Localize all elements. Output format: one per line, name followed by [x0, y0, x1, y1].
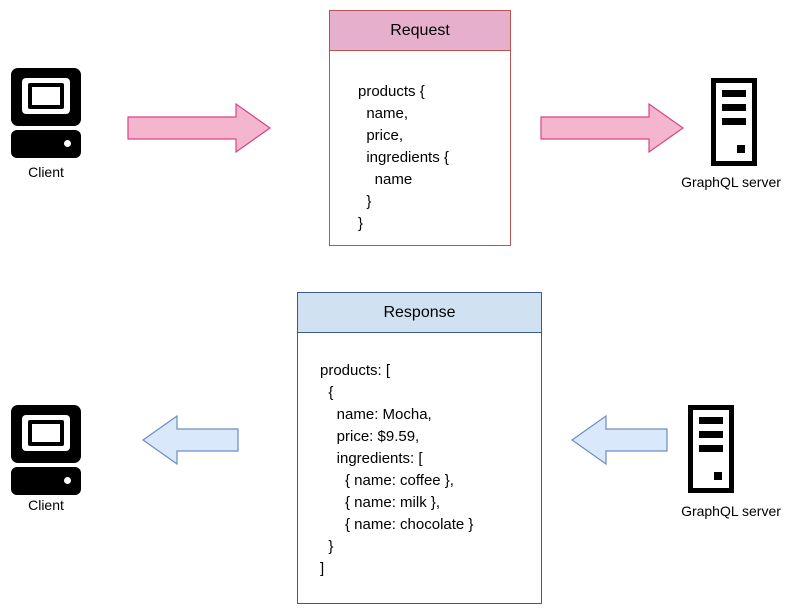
- request-code-line: products {: [358, 83, 425, 100]
- response-code-line: { name: chocolate }: [320, 516, 474, 533]
- request-code-line: }: [358, 215, 364, 232]
- server-label: GraphQL server: [681, 174, 781, 190]
- graphql-server-icon: [688, 405, 734, 493]
- request-code-line: ingredients {: [358, 149, 449, 166]
- client-computer-icon: [11, 405, 81, 495]
- graphql-server-icon: [711, 78, 757, 166]
- request-code-line: }: [358, 193, 372, 210]
- response-code-line: { name: coffee },: [320, 472, 454, 489]
- response-code-line: products: [: [320, 362, 391, 379]
- response-arrow-left-icon: [570, 414, 668, 466]
- response-arrow-left-icon: [141, 414, 239, 466]
- request-code-line: name: [358, 171, 413, 188]
- response-code-line: }: [320, 538, 334, 555]
- client-computer-icon: [11, 68, 81, 158]
- response-code-line: ingredients: [: [320, 450, 423, 467]
- response-box: Response products: [ { name: Mocha, pric…: [297, 292, 542, 604]
- request-title: Request: [330, 11, 510, 51]
- response-code-line: { name: milk },: [320, 494, 441, 511]
- response-code-line: price: $9.59,: [320, 428, 420, 445]
- request-code-line: price,: [358, 127, 404, 144]
- request-arrow-right-icon: [127, 102, 272, 154]
- client-label: Client: [28, 164, 64, 180]
- client-label: Client: [28, 497, 64, 513]
- response-code-line: {: [320, 384, 334, 401]
- request-arrow-right-icon: [540, 102, 685, 154]
- response-title: Response: [298, 293, 541, 333]
- response-code-line: ]: [320, 560, 325, 577]
- request-box: Request products { name, price, ingredie…: [329, 10, 511, 246]
- server-label: GraphQL server: [681, 503, 781, 519]
- request-code-line: name,: [358, 105, 409, 122]
- response-code-line: name: Mocha,: [320, 406, 432, 423]
